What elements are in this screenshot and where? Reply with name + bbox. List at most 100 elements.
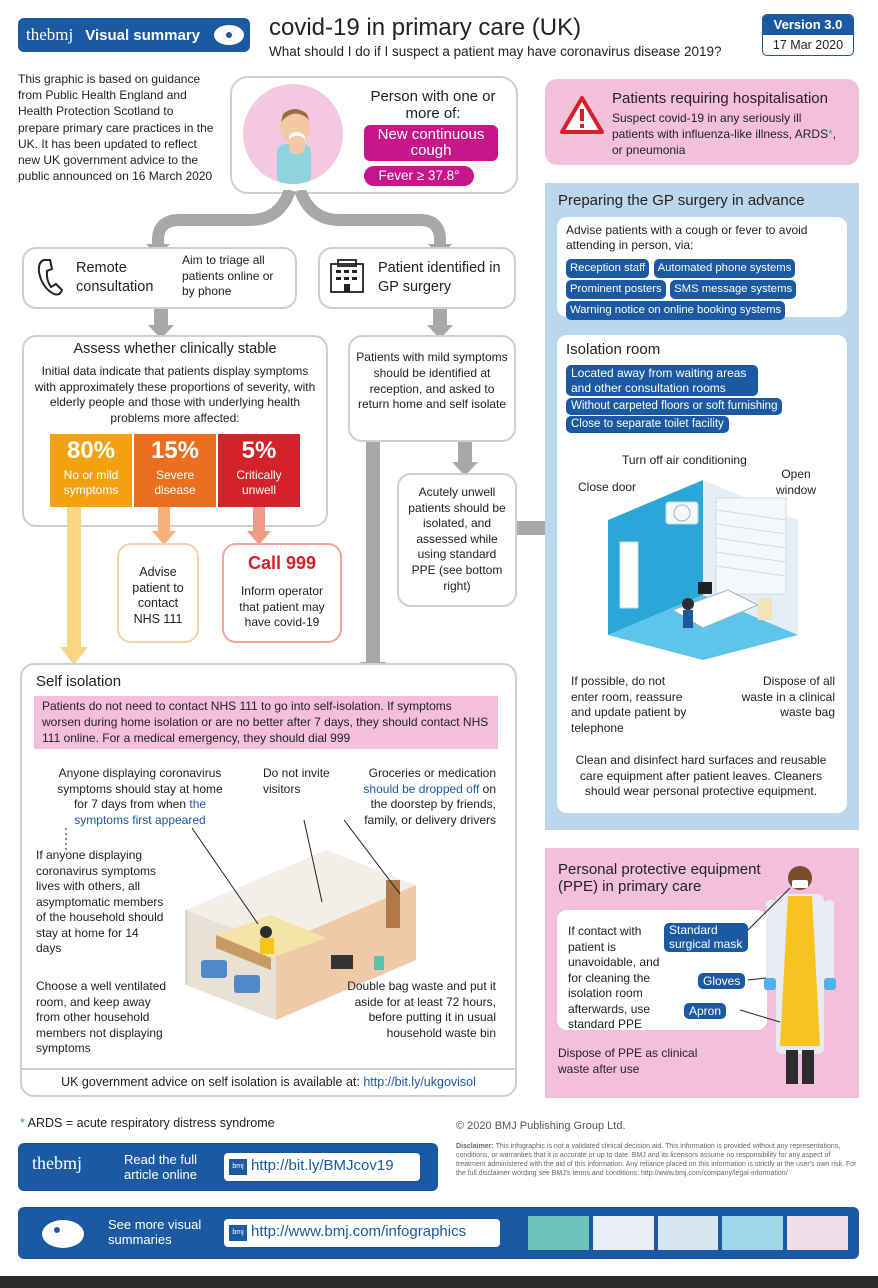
ventilated-room-text: Choose a well ventilated room, and keep … [36, 979, 167, 1055]
thumbnail-1[interactable] [528, 1216, 589, 1250]
mild-symptoms-card [348, 335, 516, 442]
pill-posters: Prominent posters [566, 280, 666, 299]
iso-pill-toilet: Close to separate toilet facility [566, 416, 729, 433]
disclaimer-label: Disclaimer: [456, 1143, 494, 1150]
read-article-link[interactable]: http://bit.ly/BMJcov19 [251, 1157, 394, 1174]
thumbnail-4[interactable] [722, 1216, 784, 1250]
clean-text: Clean and disinfect hard surfaces and re… [575, 753, 827, 798]
label-close-door: Close door [578, 480, 637, 494]
more-summaries-link-box[interactable] [224, 1219, 500, 1247]
remote-consultation-card [22, 247, 297, 309]
groceries-3: on the doorstep by friends, family, or d… [364, 781, 496, 827]
household-text: If anyone displaying coronavirus symptom… [36, 848, 164, 955]
arrow-mild-selfiso-long [360, 442, 386, 678]
self-isolation-title: Self isolation [36, 673, 122, 690]
self-iso-advice: UK government advice on self isolation i… [22, 1075, 515, 1091]
call-999-card [222, 543, 342, 643]
disclaimer: Disclaimer: This infographic is not a va… [456, 1142, 858, 1178]
ppe-title: Personal protective equipment (PPE) in p… [558, 861, 761, 895]
no-visitors-text: Do not invite visitors [263, 766, 330, 796]
hospital-text-3: , or pneumonia [612, 127, 837, 157]
coughing-person-illustration [243, 84, 343, 184]
building-icon [330, 259, 364, 293]
disclaimer-text: This infographic is not a validated clin… [456, 1143, 857, 1177]
bottom-edge-bar [0, 1276, 878, 1288]
stat-critical-pct: 5% [241, 437, 277, 464]
stay-home-2: the symptoms first appeared [74, 797, 207, 827]
acute-text: Acutely unwell patients should be isolat… [408, 485, 506, 593]
arrow-mild-acute [452, 442, 478, 476]
bmj-logo: thebmj [26, 25, 74, 44]
hospital-text-1: Suspect covid-19 in any seriously ill pa… [612, 111, 802, 141]
label-open-window: Open window [775, 467, 817, 497]
pill-automated-phone: Automated phone systems [653, 259, 796, 278]
ppe-label-apron: Apron [684, 1003, 727, 1019]
bmj-mini-icon-2: bmj [229, 1225, 247, 1241]
more-summaries-label: See more visual summaries [108, 1217, 202, 1247]
stat-critical: 5% Critically unwell [218, 434, 300, 507]
version-date: 17 Mar 2020 [772, 38, 844, 52]
groceries-1: Groceries or medication [368, 766, 496, 780]
remote-title: Remote consultation [76, 260, 154, 295]
iso-pill-location: Located away from waiting areas and othe… [566, 365, 758, 396]
preparing-title: Preparing the GP surgery in advance [558, 192, 805, 209]
thumbnail-5[interactable] [787, 1216, 848, 1250]
ppe-label-mask: Standard surgical mask [664, 923, 748, 952]
ards-text: ARDS = acute respiratory distress syndro… [24, 1116, 275, 1130]
call-999-text: Inform operator that patient may have co… [239, 584, 325, 629]
ppe-dispose: Dispose of PPE as clinical waste after u… [558, 1046, 698, 1076]
stay-home-1: Anyone displaying coronavirus symptoms s… [57, 766, 223, 811]
arrow-critical-call [247, 507, 271, 545]
groceries-text: Groceries or medication should be droppe… [356, 766, 496, 828]
ards-footnote: * ARDS = acute respiratory distress synd… [20, 1116, 275, 1132]
version-label: Version 3.0 [763, 15, 853, 35]
stat-mild-pct: 80% [66, 437, 116, 464]
stat-severe-pct: 15% [150, 437, 200, 464]
arrow-mild-selfiso [60, 507, 88, 665]
advice-prefix: UK government advice on self isolation i… [61, 1075, 360, 1089]
thumbnail-2[interactable] [592, 1216, 654, 1250]
thumbnail-3[interactable] [657, 1216, 719, 1250]
pill-sms: SMS message systems [670, 280, 797, 299]
stay-home-text: Anyone displaying coronavirus symptoms s… [50, 766, 230, 828]
stat-severe: 15% Severe disease [134, 434, 216, 507]
arrow-gp-down [427, 309, 453, 339]
person-heading: Person with one or more of: [370, 88, 496, 122]
stat-critical-label: Critically unwell [236, 468, 282, 497]
pill-reception-staff: Reception staff [566, 259, 650, 278]
advice-link[interactable]: http://bit.ly/ukgovisol [363, 1075, 476, 1089]
isolation-room-title: Isolation room [566, 341, 661, 358]
thumbnail-strip[interactable] [528, 1216, 848, 1250]
hospitalisation-title: Patients requiring hospitalisation [612, 90, 828, 107]
symptom-cough: New continuous cough [364, 125, 498, 161]
hospital-asterisk: * [828, 127, 833, 141]
ppe-person-illustration [764, 866, 836, 1084]
read-article-label: Read the full article online [124, 1152, 197, 1182]
arrow-severe-advise [152, 507, 176, 545]
pill-online-booking: Warning notice on online booking systems [566, 301, 786, 320]
groceries-2: should be dropped off [363, 781, 480, 796]
ards-asterisk: * [20, 1116, 25, 1130]
read-article-link-box[interactable] [224, 1153, 420, 1181]
version-box: Version 3.0 17 Mar 2020 [762, 14, 854, 56]
assess-title: Assess whether clinically stable [73, 341, 277, 357]
eye-icon [214, 25, 245, 45]
badge-label: Visual summary [85, 26, 201, 44]
gp-surgery-card [318, 247, 516, 309]
assess-text: Initial data indicate that patients disp… [34, 364, 316, 426]
page-title: covid-19 in primary care (UK) [269, 14, 582, 41]
stat-severe-label: Severe disease [154, 468, 196, 497]
hospitalisation-text: Suspect covid-19 in any seriously ill pa… [612, 110, 838, 158]
eye-icon-footer [42, 1220, 84, 1248]
advise-card [117, 543, 199, 643]
label-dispose-waste: Dispose of all waste in a clinical waste… [741, 674, 835, 719]
ppe-label-gloves: Gloves [698, 973, 746, 989]
more-summaries-link[interactable]: http://www.bmj.com/infographics [251, 1223, 467, 1240]
hospital-text-ards: ARDS [794, 127, 829, 141]
mild-symptoms-text: Patients with mild symptoms should be id… [356, 350, 508, 412]
isolation-room-illustration [608, 480, 798, 660]
self-iso-divider [20, 1068, 517, 1070]
advise-channels: Reception staff Automated phone systems … [566, 258, 842, 321]
symptom-fever: Fever ≥ 37.8° [364, 166, 474, 186]
warning-icon [560, 96, 604, 134]
